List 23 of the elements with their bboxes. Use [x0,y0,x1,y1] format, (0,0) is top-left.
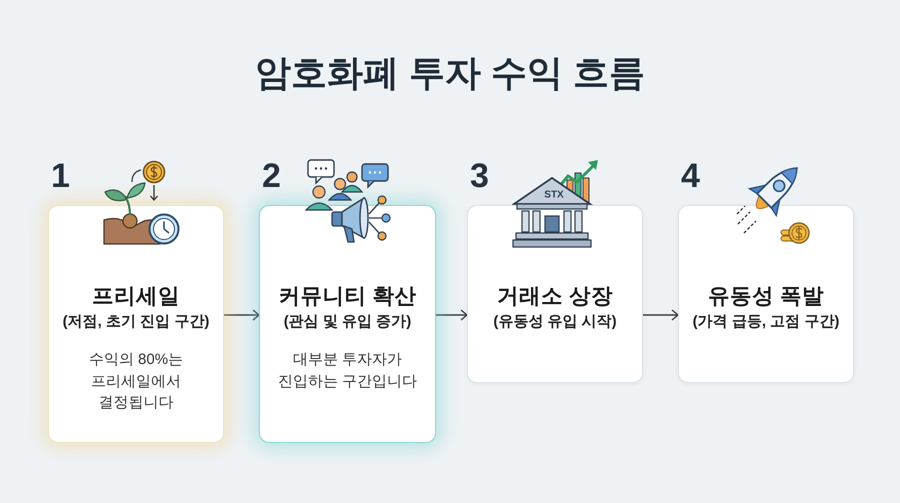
step-card [48,205,224,443]
step-subtitle: (관심 및 유입 증가) [284,312,412,332]
step-number: 4 [681,159,700,193]
page-title: 암호화폐 투자 수익 흐름 [255,51,645,95]
step-title: 유동성 폭발 [708,283,824,309]
step-number: 1 [51,159,70,193]
step-subtitle: (저점, 초기 진입 구간) [62,312,210,332]
arrow [436,309,468,321]
arrow [643,309,679,321]
step-description: 수익의 80%는 프리세일에서 결정됩니다 [88,350,184,413]
step-subtitle: (가격 급등, 고점 구간) [692,312,840,332]
step-card [678,205,854,383]
step-description: 대부분 투자자가 진입하는 구간입니다 [276,350,418,392]
step-title: 커뮤니티 확산 [278,283,416,309]
step-title: 프리세일 [92,283,180,309]
arrow [224,309,260,321]
step-number: 2 [262,159,281,193]
step-card [467,205,643,383]
step-number: 3 [470,159,489,193]
bank-sign-text: STX [544,190,564,200]
step-title: 거래소 상장 [497,283,613,309]
step-subtitle: (유동성 유입 시작) [493,312,617,332]
step-card [259,205,436,443]
